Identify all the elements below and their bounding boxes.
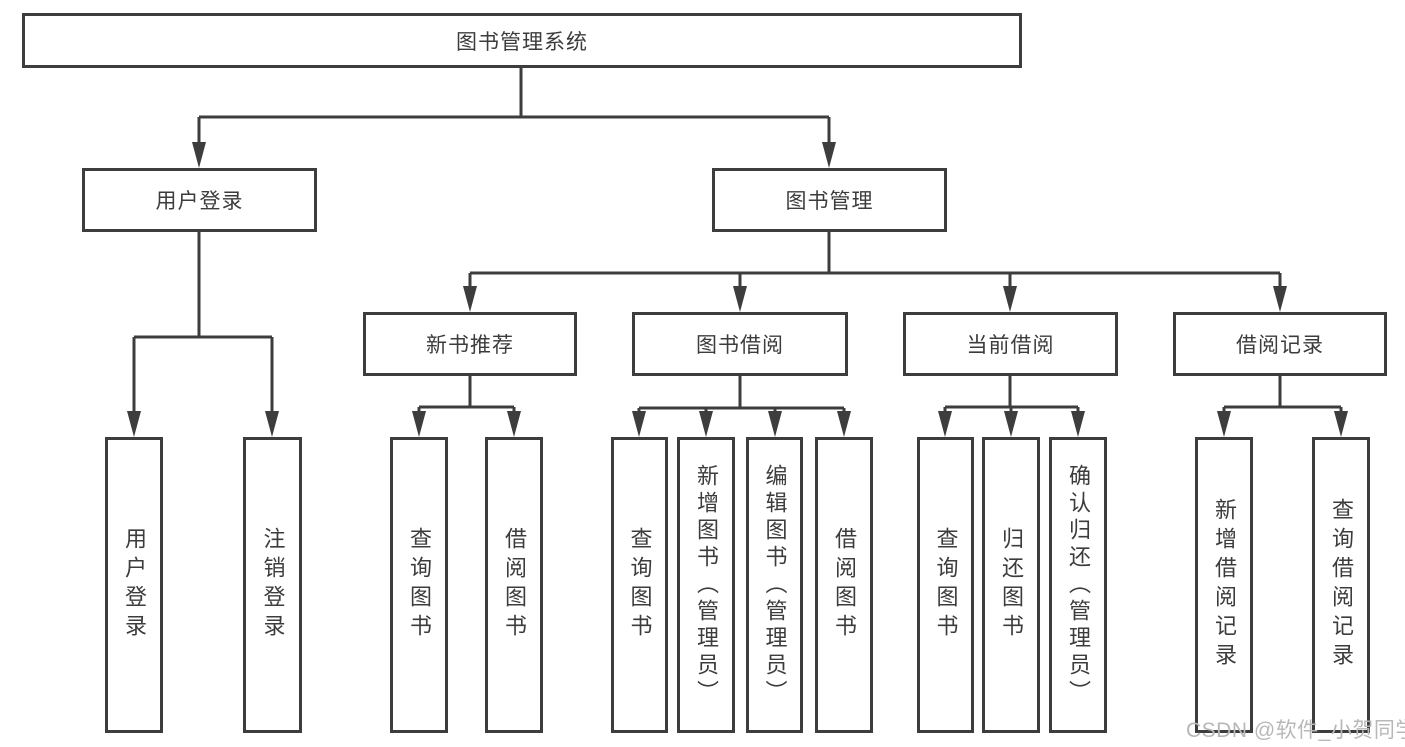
node-book-borrowing: 图书借阅 — [632, 312, 848, 376]
leaf-add-books-admin-label: 新增图书（管理员） — [694, 463, 719, 707]
node-new-book-recommend-label: 新书推荐 — [426, 334, 514, 357]
leaf-query-books-current-label: 查询图书 — [933, 527, 959, 643]
leaf-borrow-books-label: 借阅图书 — [832, 527, 857, 643]
node-current-borrowing: 当前借阅 — [903, 312, 1118, 376]
csdn-watermark: CSDN @软件_小贺同学 — [1186, 719, 1405, 742]
leaf-query-books-borrowing: 查询图书 — [611, 437, 668, 733]
leaf-query-books-recommend: 查询图书 — [390, 437, 448, 733]
leaf-return-books: 归还图书 — [982, 437, 1040, 733]
leaf-query-borrow-record-label: 查询借阅记录 — [1329, 498, 1354, 672]
leaf-edit-books-admin-label: 编辑图书（管理员） — [762, 463, 788, 707]
leaf-edit-books-admin: 编辑图书（管理员） — [746, 437, 803, 733]
leaf-borrow-books: 借阅图书 — [815, 437, 873, 733]
leaf-user-login-label: 用户登录 — [122, 527, 147, 643]
leaf-query-books-recommend-label: 查询图书 — [407, 527, 432, 643]
leaf-query-books-current: 查询图书 — [917, 437, 974, 733]
leaf-add-borrow-record-label: 新增借阅记录 — [1212, 498, 1237, 672]
leaf-query-books-borrowing-label: 查询图书 — [627, 527, 653, 643]
node-book-management-branch-label: 图书管理 — [785, 190, 874, 213]
leaf-user-login: 用户登录 — [105, 437, 163, 733]
node-new-book-recommend: 新书推荐 — [363, 312, 577, 376]
leaf-logout: 注销登录 — [243, 437, 302, 733]
node-borrowing-records-label: 借阅记录 — [1236, 334, 1324, 357]
leaf-query-borrow-record: 查询借阅记录 — [1312, 437, 1370, 733]
node-current-borrowing-label: 当前借阅 — [966, 334, 1055, 357]
leaf-return-books-label: 归还图书 — [999, 527, 1024, 643]
node-user-login-branch-label: 用户登录 — [155, 190, 244, 213]
leaf-logout-label: 注销登录 — [260, 527, 286, 643]
node-user-login-branch: 用户登录 — [82, 168, 317, 232]
node-book-management-branch: 图书管理 — [712, 168, 947, 232]
node-root: 图书管理系统 — [22, 13, 1022, 68]
leaf-confirm-return-admin: 确认归还（管理员） — [1049, 437, 1107, 733]
node-borrowing-records: 借阅记录 — [1173, 312, 1387, 376]
leaf-borrow-books-recommend: 借阅图书 — [485, 437, 543, 733]
node-book-borrowing-label: 图书借阅 — [696, 334, 784, 357]
leaf-borrow-books-recommend-label: 借阅图书 — [502, 527, 527, 643]
leaf-confirm-return-admin-label: 确认归还（管理员） — [1066, 463, 1091, 707]
leaf-add-borrow-record: 新增借阅记录 — [1195, 437, 1253, 733]
node-root-label: 图书管理系统 — [456, 30, 588, 54]
leaf-add-books-admin: 新增图书（管理员） — [677, 437, 735, 733]
